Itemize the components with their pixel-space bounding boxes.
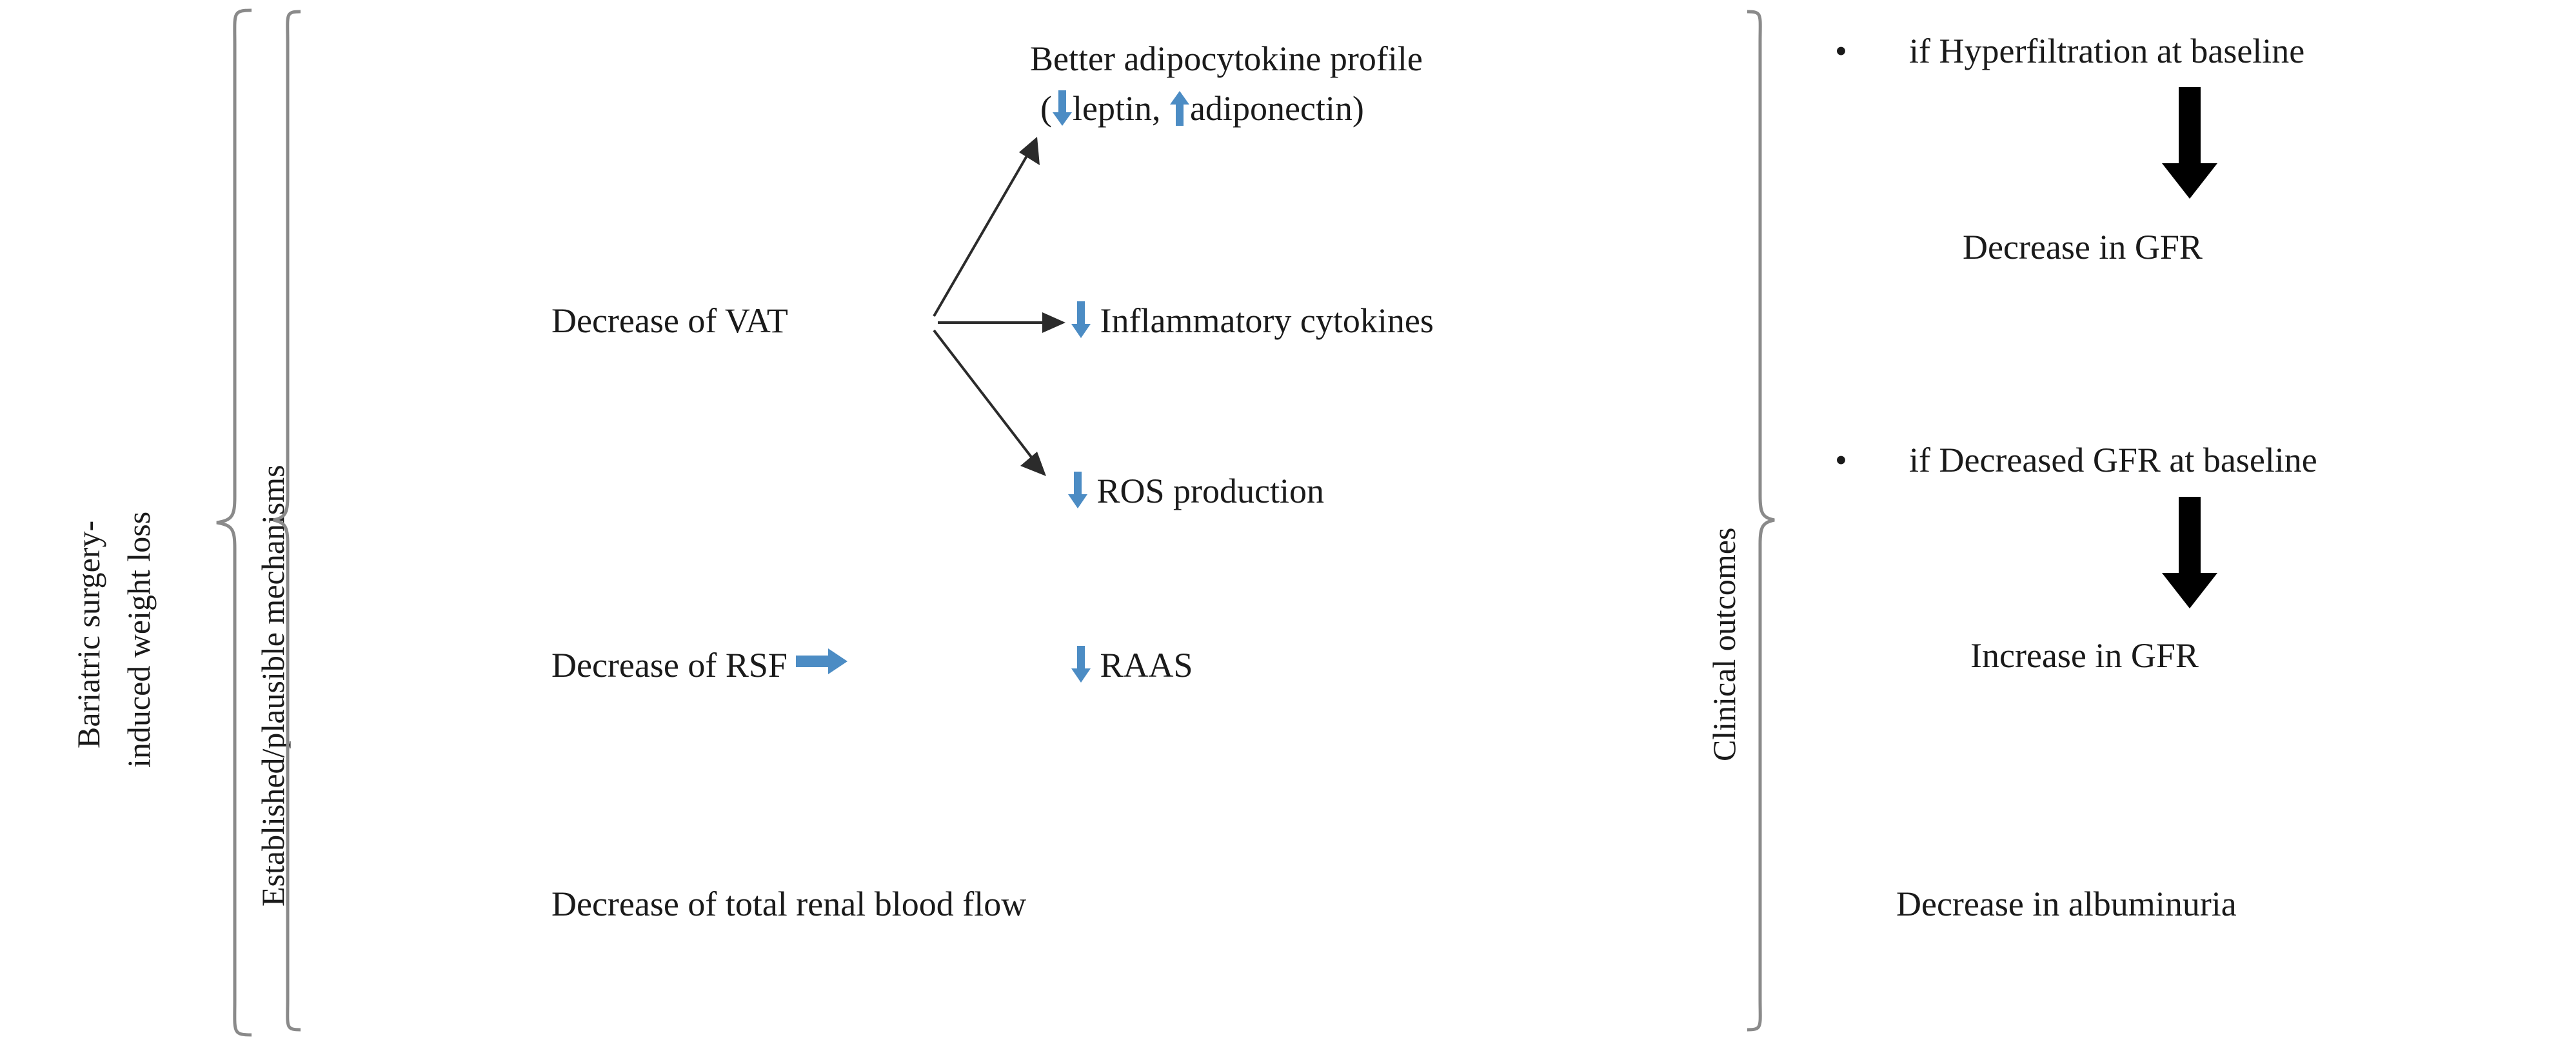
mechanisms-inner-brace-svg: [273, 10, 301, 1032]
paren-open: (: [1040, 89, 1052, 128]
mechanisms-footer: Decrease of total renal blood flow: [551, 885, 1027, 923]
blue-right-arrow-icon: [796, 647, 849, 676]
node-adipocytokine-line2: ( leptin, adiponectin): [1040, 88, 1364, 128]
adiponectin-label: adiponectin): [1189, 89, 1364, 128]
clinical-branch-2-bullet: •: [1835, 441, 1847, 479]
blue-down-arrow-icon: [1071, 301, 1091, 339]
leptin-label: leptin,: [1072, 89, 1161, 128]
black-down-arrow-icon-svg: [2162, 497, 2217, 608]
vat-connector-arrows: [929, 39, 1264, 555]
node-inflammatory-cytokines: Inflammatory cytokines: [1071, 301, 1434, 341]
clinical-inner-brace: [1745, 9, 1777, 1035]
left-outer-brace: [213, 6, 258, 1039]
clinical-footer: Decrease in albuminuria: [1896, 885, 2237, 923]
blue-down-arrow-icon: [1052, 90, 1073, 126]
clinical-branch-1-bullet: •: [1835, 32, 1847, 70]
blue-down-arrow-icon: [1067, 471, 1088, 509]
blue-down-arrow-icon: [1071, 645, 1091, 683]
mechanisms-inner-brace: [271, 9, 303, 1035]
node-decrease-of-rsf: Decrease of RSF: [551, 645, 849, 685]
black-down-arrow-icon: [2161, 87, 2219, 200]
node-adipocytokine-line1: Better adipocytokine profile: [1030, 39, 1423, 78]
ros-production-label: ROS production: [1096, 472, 1325, 510]
black-down-arrow-icon-svg: [2162, 87, 2217, 199]
clinical-group-label-wrap: Clinical outcomes: [1696, 0, 1748, 1042]
inflammatory-cytokines-label: Inflammatory cytokines: [1100, 301, 1434, 340]
node-decrease-of-vat: Decrease of VAT: [551, 301, 788, 340]
left-outer-brace-svg: [216, 8, 252, 1037]
clinical-branch-1-result: Decrease in GFR: [1963, 228, 2203, 266]
black-down-arrow-icon: [2161, 497, 2219, 610]
left-axis-label-group: Bariatric surgery- induced weight loss: [0, 0, 193, 1042]
blue-up-arrow-icon: [1169, 90, 1190, 126]
node-ros-production: ROS production: [1067, 471, 1324, 511]
clinical-branch-2-condition: if Decreased GFR at baseline: [1909, 441, 2317, 479]
decrease-of-rsf-label: Decrease of RSF: [551, 646, 788, 685]
raas-label: RAAS: [1100, 646, 1193, 685]
clinical-inner-brace-svg: [1747, 10, 1775, 1032]
left-axis-label-line1: Bariatric surgery-: [70, 520, 106, 748]
node-raas: RAAS: [1071, 645, 1193, 685]
clinical-branch-1-condition: if Hyperfiltration at baseline: [1909, 32, 2305, 70]
vat-connector-arrows-svg: [933, 137, 1065, 476]
left-axis-label-line2: induced weight loss: [121, 511, 157, 768]
clinical-branch-2-result: Increase in GFR: [1970, 636, 2199, 675]
clinical-group-label: Clinical outcomes: [1706, 527, 1742, 761]
